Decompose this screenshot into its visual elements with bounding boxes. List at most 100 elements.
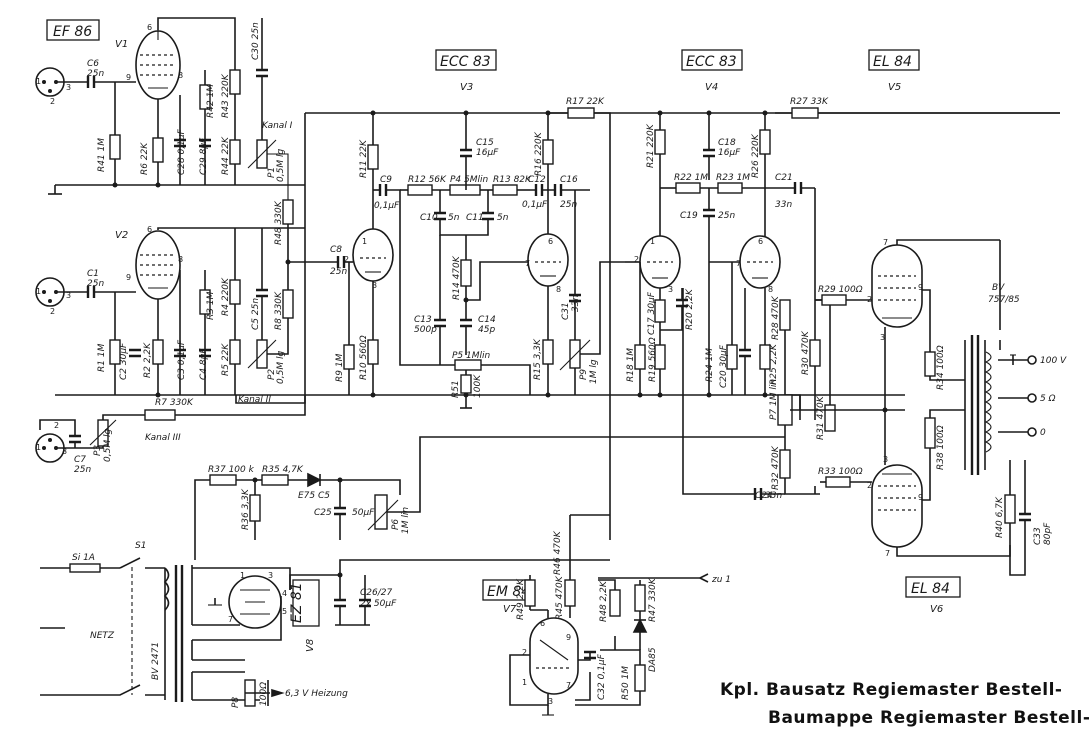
svg-text:9: 9 xyxy=(126,273,131,282)
svg-text:100Ω: 100Ω xyxy=(259,682,269,706)
v3-ref: V3 xyxy=(460,82,473,93)
svg-text:R8 330K: R8 330K xyxy=(274,291,284,330)
svg-text:R33 100Ω: R33 100Ω xyxy=(818,467,863,477)
svg-text:1: 1 xyxy=(240,571,245,580)
svg-text:C7: C7 xyxy=(74,455,86,465)
svg-text:R30 470K: R30 470K xyxy=(801,330,811,375)
svg-text:100 V: 100 V xyxy=(1040,356,1067,366)
svg-text:1: 1 xyxy=(36,443,41,452)
svg-text:C9: C9 xyxy=(380,175,392,185)
output-terminal-100v[interactable] xyxy=(1027,355,1037,365)
svg-text:8: 8 xyxy=(178,71,183,80)
svg-text:33n: 33n xyxy=(775,200,792,210)
svg-text:EM 84: EM 84 xyxy=(487,584,530,600)
switch-s1-label: S1 xyxy=(135,541,146,551)
svg-text:R4 220K: R4 220K xyxy=(221,277,231,316)
svg-text:R42 1M: R42 1M xyxy=(206,84,216,118)
svg-text:C14: C14 xyxy=(478,315,496,325)
svg-text:7: 7 xyxy=(883,238,888,247)
svg-text:zu 1: zu 1 xyxy=(711,575,731,585)
svg-text:R14 470K: R14 470K xyxy=(452,255,462,300)
svg-text:80pF: 80pF xyxy=(1043,522,1053,545)
svg-text:2: 2 xyxy=(634,255,639,264)
svg-text:0,5M lg: 0,5M lg xyxy=(276,149,286,182)
svg-text:C20 30µF: C20 30µF xyxy=(719,344,729,388)
fuse xyxy=(69,563,101,573)
tube-label-ecc83-v4: ECC 83 xyxy=(681,49,743,71)
pot-p7[interactable] xyxy=(777,394,793,426)
footer-line-2: Baumappe Regiemaster Bestell- xyxy=(768,708,1091,728)
svg-text:5n: 5n xyxy=(448,213,460,223)
r41 xyxy=(109,134,121,160)
v5-ref: V5 xyxy=(888,82,901,93)
svg-text:C2 30µF: C2 30µF xyxy=(119,342,129,380)
tube-v4-a: 123 xyxy=(634,235,681,294)
svg-text:6: 6 xyxy=(758,237,763,246)
svg-text:1: 1 xyxy=(362,237,367,246)
svg-text:0,1µF: 0,1µF xyxy=(522,200,548,210)
svg-text:R7 330K: R7 330K xyxy=(155,398,194,408)
output-terminal-5ohm[interactable] xyxy=(1027,393,1037,403)
tube-label-ez81: EZ 81 xyxy=(289,579,320,627)
tube-label-ef86: EF 86 xyxy=(46,19,100,41)
svg-text:757/85: 757/85 xyxy=(988,295,1020,305)
svg-text:R47 330K: R47 330K xyxy=(648,577,658,622)
junction-dots xyxy=(112,110,888,578)
svg-text:C25: C25 xyxy=(314,508,332,518)
svg-text:1: 1 xyxy=(36,77,41,86)
svg-text:2: 2 xyxy=(522,648,527,657)
kanal-2-label: Kanal II xyxy=(238,395,271,405)
svg-text:P4 5Mlin: P4 5Mlin xyxy=(450,175,489,185)
svg-text:EF 86: EF 86 xyxy=(53,24,92,40)
svg-text:500p: 500p xyxy=(414,325,437,335)
tube-v4-b: 678 xyxy=(736,235,781,294)
svg-text:C17 30µF: C17 30µF xyxy=(647,291,657,335)
svg-text:R22 1M: R22 1M xyxy=(674,173,708,183)
pot-p9[interactable] xyxy=(569,339,581,369)
svg-text:33n: 33n xyxy=(571,295,581,312)
svg-text:3: 3 xyxy=(668,285,673,294)
svg-text:R29 100Ω: R29 100Ω xyxy=(818,285,863,295)
svg-text:7: 7 xyxy=(228,615,233,624)
svg-text:R49 2,2K: R49 2,2K xyxy=(516,578,526,620)
v8-ref: V8 xyxy=(305,639,316,652)
svg-text:C1: C1 xyxy=(87,269,99,279)
svg-text:P7 1M lin: P7 1M lin xyxy=(769,379,779,420)
svg-text:R44 22K: R44 22K xyxy=(221,136,231,175)
svg-text:R1 1M: R1 1M xyxy=(97,343,107,372)
svg-text:R19 560Ω: R19 560Ω xyxy=(648,337,658,382)
pot-p4[interactable] xyxy=(449,184,481,196)
svg-text:R3 1M: R3 1M xyxy=(206,291,216,320)
svg-text:R27 33K: R27 33K xyxy=(790,97,829,107)
svg-text:P1: P1 xyxy=(267,167,277,178)
svg-text:3: 3 xyxy=(880,333,885,342)
svg-text:P3: P3 xyxy=(93,445,103,456)
svg-text:0: 0 xyxy=(1040,428,1046,438)
svg-text:9: 9 xyxy=(126,73,131,82)
svg-text:R17 22K: R17 22K xyxy=(566,97,605,107)
svg-text:1M lg: 1M lg xyxy=(589,359,599,384)
svg-text:25n: 25n xyxy=(718,211,735,221)
svg-text:R40 6,7K: R40 6,7K xyxy=(995,496,1005,538)
power-transformer xyxy=(163,565,193,702)
svg-text:EL 84: EL 84 xyxy=(911,581,950,597)
svg-text:R26 220K: R26 220K xyxy=(751,133,761,178)
svg-text:R36 3,3K: R36 3,3K xyxy=(241,488,251,530)
svg-text:9: 9 xyxy=(566,633,571,642)
svg-text:C30 25n: C30 25n xyxy=(251,22,261,60)
kanal-3-label: Kanal III xyxy=(145,433,181,443)
svg-text:C18: C18 xyxy=(718,138,736,148)
svg-text:C11: C11 xyxy=(466,213,484,223)
output-terminal-0[interactable] xyxy=(1027,427,1037,437)
input-jack-1[interactable]: 132 xyxy=(35,67,71,106)
svg-text:C12: C12 xyxy=(528,175,546,185)
v7-ref: V7 xyxy=(503,604,517,615)
svg-text:16µF: 16µF xyxy=(718,148,741,158)
pot-p6[interactable] xyxy=(374,494,388,530)
pot-p5[interactable] xyxy=(454,359,482,371)
svg-text:3: 3 xyxy=(268,571,273,580)
